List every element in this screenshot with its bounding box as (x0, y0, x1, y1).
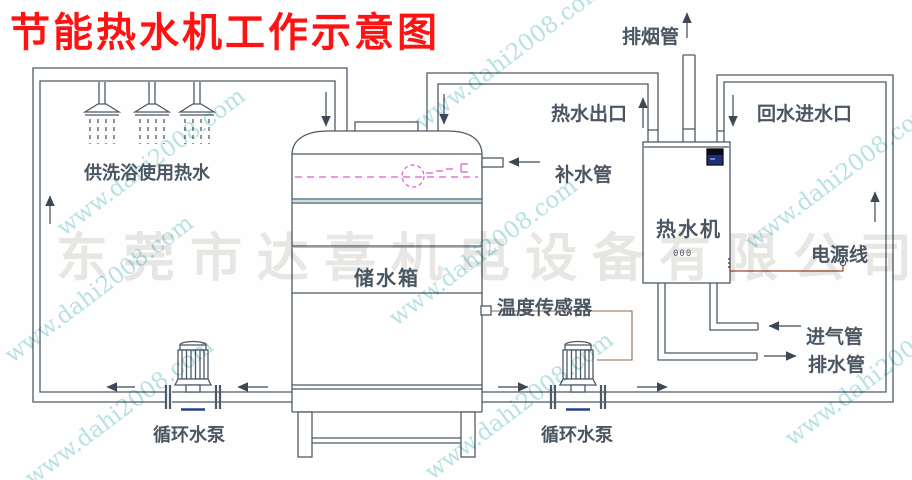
label-temperature-sensor: 温度传感器 (497, 298, 593, 319)
gas-inlet-pipe (709, 283, 759, 331)
company-watermark: 东莞市达喜机电设备有限公司 (56, 230, 912, 288)
hot-water-outlet-pipe (426, 72, 659, 142)
label-storage-tank: 储水箱 (354, 268, 420, 290)
water-heater-unit (642, 141, 731, 284)
label-hot-water-outlet: 热水出口 (551, 104, 628, 125)
shower-head-icon (177, 82, 217, 144)
tank-leg (297, 411, 313, 458)
label-shower-hot-water: 供洗浴使用热水 (84, 163, 210, 183)
heater-vent-marks: 000 (673, 249, 693, 259)
temperature-sensor-line (480, 305, 633, 361)
shower-heads (82, 82, 217, 144)
pump-flange (164, 385, 222, 409)
pump-flange (549, 385, 607, 409)
drain-pipe (657, 283, 758, 361)
circulation-pump-left (164, 340, 222, 411)
water-level-indicator (295, 163, 478, 188)
plug-icon (839, 259, 847, 267)
label-water-heater: 热水机 (656, 219, 722, 241)
label-return-water-inlet: 回水进水口 (757, 104, 853, 125)
label-gas-inlet-pipe: 进气管 (806, 327, 864, 348)
shower-head-icon (82, 82, 122, 144)
circulation-pump-right (549, 340, 607, 411)
page-title: 节能热水机工作示意图 (10, 11, 440, 55)
exhaust-flue-pipe (682, 54, 696, 142)
makeup-water-stub (481, 157, 504, 168)
label-exhaust-pipe: 排烟管 (622, 27, 680, 48)
tank-leg-brace (312, 437, 461, 444)
label-power-line: 电源线 (811, 245, 869, 266)
power-cord (730, 259, 847, 272)
storage-tank (291, 121, 483, 458)
label-circulation-pump-left: 循环水泵 (153, 425, 225, 445)
label-makeup-water-pipe: 补水管 (555, 165, 613, 186)
flow-arrows (45, 12, 880, 392)
label-drain-pipe: 排水管 (808, 355, 866, 376)
return-water-pipe (482, 74, 894, 403)
label-circulation-pump-right: 循环水泵 (541, 425, 613, 445)
shower-head-icon (132, 82, 172, 144)
tank-leg (460, 411, 476, 458)
